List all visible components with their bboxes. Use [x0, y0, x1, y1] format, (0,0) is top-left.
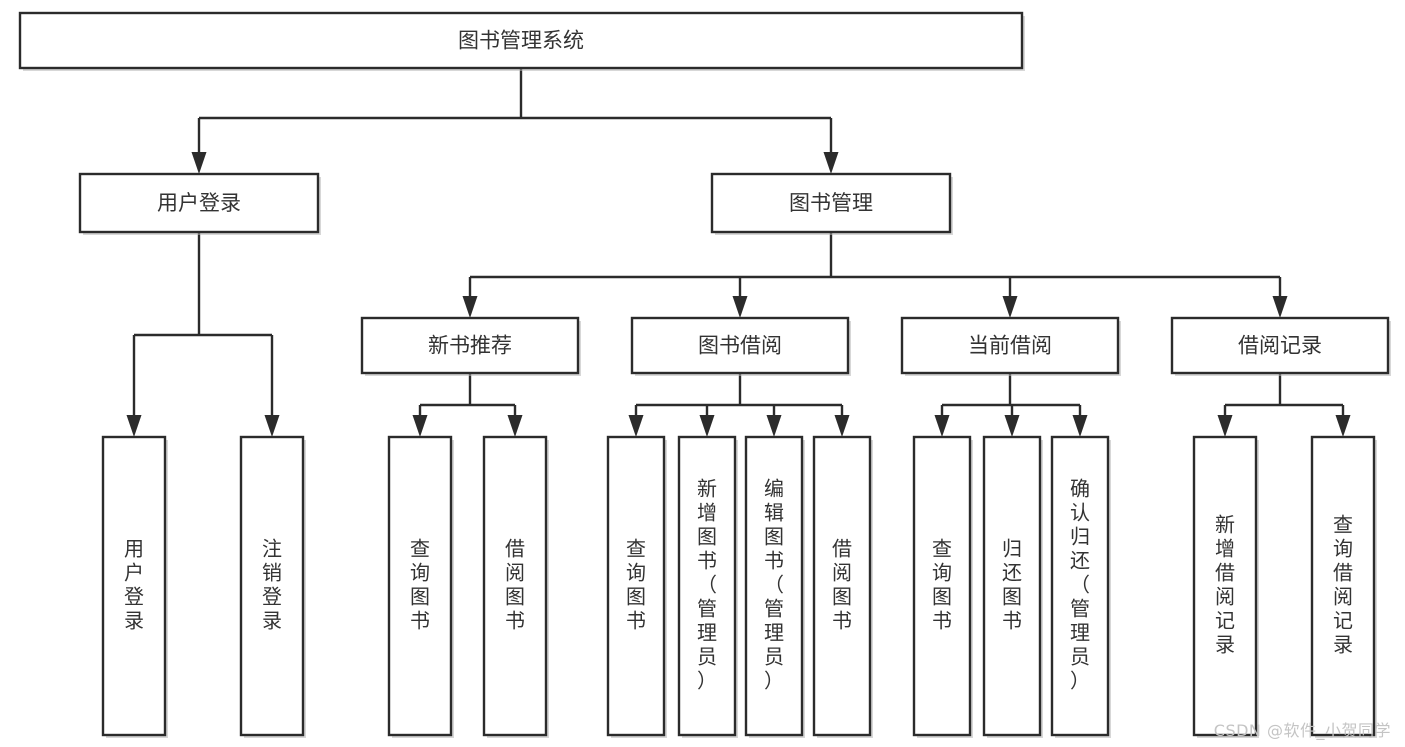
node-label: 编辑图书（管理员）	[764, 477, 784, 693]
node-label: 借阅记录	[1238, 334, 1322, 358]
arrow-head-icon	[264, 415, 280, 437]
watermark-label: CSDN @软件_小贺同学	[1213, 721, 1391, 740]
node-label: 查询图书	[932, 537, 952, 633]
node-box[interactable]	[18, 11, 1024, 70]
node-newbook[interactable]: 新书推荐	[360, 316, 581, 376]
arrow-head-icon	[1335, 415, 1351, 437]
connector-group-bus-newbook	[412, 373, 523, 437]
node-box[interactable]	[1050, 435, 1110, 737]
node-label: 确认归还（管理员）	[1070, 477, 1090, 693]
node-leaf13[interactable]: 查询借阅记录	[1310, 435, 1377, 738]
connector-group-bus-borrow	[628, 373, 850, 437]
arrow-head-icon	[1272, 296, 1288, 318]
arrow-head-icon	[766, 415, 782, 437]
node-label: 用户登录	[124, 537, 144, 633]
node-box[interactable]	[982, 435, 1042, 737]
node-label: 借阅图书	[832, 537, 852, 633]
node-leaf1[interactable]: 用户登录	[101, 435, 168, 738]
node-label: 当前借阅	[968, 334, 1052, 358]
connector-group-bus-current	[934, 373, 1088, 437]
node-box[interactable]	[744, 435, 804, 737]
node-box[interactable]	[101, 435, 167, 737]
arrow-head-icon	[628, 415, 644, 437]
node-label: 用户登录	[157, 191, 241, 215]
connector-layer	[126, 68, 1351, 437]
arrow-head-icon	[1004, 415, 1020, 437]
node-leaf7[interactable]: 编辑图书（管理员）	[744, 435, 805, 738]
node-label: 查询借阅记录	[1333, 513, 1353, 657]
arrow-head-icon	[412, 415, 428, 437]
node-label: 借阅图书	[505, 537, 525, 633]
node-label: 新增借阅记录	[1215, 513, 1235, 657]
arrow-head-icon	[507, 415, 523, 437]
arrow-head-icon	[462, 296, 478, 318]
node-leaf9[interactable]: 查询图书	[912, 435, 973, 738]
node-bookmgmt[interactable]: 图书管理	[710, 172, 953, 235]
node-box[interactable]	[677, 435, 737, 737]
node-box[interactable]	[239, 435, 305, 737]
arrow-head-icon	[823, 152, 839, 174]
node-login[interactable]: 用户登录	[78, 172, 321, 235]
node-box[interactable]	[78, 172, 320, 234]
arrow-head-icon	[699, 415, 715, 437]
node-layer: 图书管理系统用户登录图书管理新书推荐图书借阅当前借阅借阅记录用户登录注销登录查询…	[18, 11, 1391, 738]
node-leaf3[interactable]: 查询图书	[387, 435, 454, 738]
node-label: 图书管理系统	[458, 29, 584, 53]
node-box[interactable]	[606, 435, 666, 737]
node-leaf2[interactable]: 注销登录	[239, 435, 306, 738]
arrow-head-icon	[1072, 415, 1088, 437]
node-box[interactable]	[1170, 316, 1390, 375]
node-leaf11[interactable]: 确认归还（管理员）	[1050, 435, 1111, 738]
arrow-head-icon	[1217, 415, 1233, 437]
node-box[interactable]	[482, 435, 548, 737]
node-leaf10[interactable]: 归还图书	[982, 435, 1043, 738]
node-box[interactable]	[812, 435, 872, 737]
connector-group-bus-record	[1217, 373, 1351, 437]
arrow-head-icon	[191, 152, 207, 174]
node-current[interactable]: 当前借阅	[900, 316, 1121, 376]
node-label: 归还图书	[1002, 537, 1022, 633]
node-record[interactable]: 借阅记录	[1170, 316, 1391, 376]
node-box[interactable]	[360, 316, 580, 375]
node-box[interactable]	[387, 435, 453, 737]
node-label: 查询图书	[410, 537, 430, 633]
node-box[interactable]	[630, 316, 850, 375]
arrow-head-icon	[1002, 296, 1018, 318]
node-leaf5[interactable]: 查询图书	[606, 435, 667, 738]
node-borrow[interactable]: 图书借阅	[630, 316, 851, 376]
arrow-head-icon	[834, 415, 850, 437]
node-box[interactable]	[912, 435, 972, 737]
node-label: 图书借阅	[698, 334, 782, 358]
connector-group-bus-root	[191, 68, 839, 174]
node-box[interactable]	[710, 172, 952, 234]
node-leaf8[interactable]: 借阅图书	[812, 435, 873, 738]
node-box[interactable]	[1192, 435, 1258, 737]
node-leaf4[interactable]: 借阅图书	[482, 435, 549, 738]
connector-group-bus-bookmgmt	[462, 232, 1288, 318]
arrow-head-icon	[126, 415, 142, 437]
connector-group-bus-login	[126, 232, 280, 437]
node-label: 查询图书	[626, 537, 646, 633]
node-leaf12[interactable]: 新增借阅记录	[1192, 435, 1259, 738]
node-leaf6[interactable]: 新增图书（管理员）	[677, 435, 738, 738]
arrow-head-icon	[934, 415, 950, 437]
node-label: 注销登录	[262, 537, 282, 633]
arrow-head-icon	[732, 296, 748, 318]
node-label: 新书推荐	[428, 334, 512, 358]
node-box[interactable]	[1310, 435, 1376, 737]
node-label: 新增图书（管理员）	[697, 477, 717, 693]
node-root[interactable]: 图书管理系统	[18, 11, 1025, 71]
node-label: 图书管理	[789, 191, 873, 215]
node-box[interactable]	[900, 316, 1120, 375]
